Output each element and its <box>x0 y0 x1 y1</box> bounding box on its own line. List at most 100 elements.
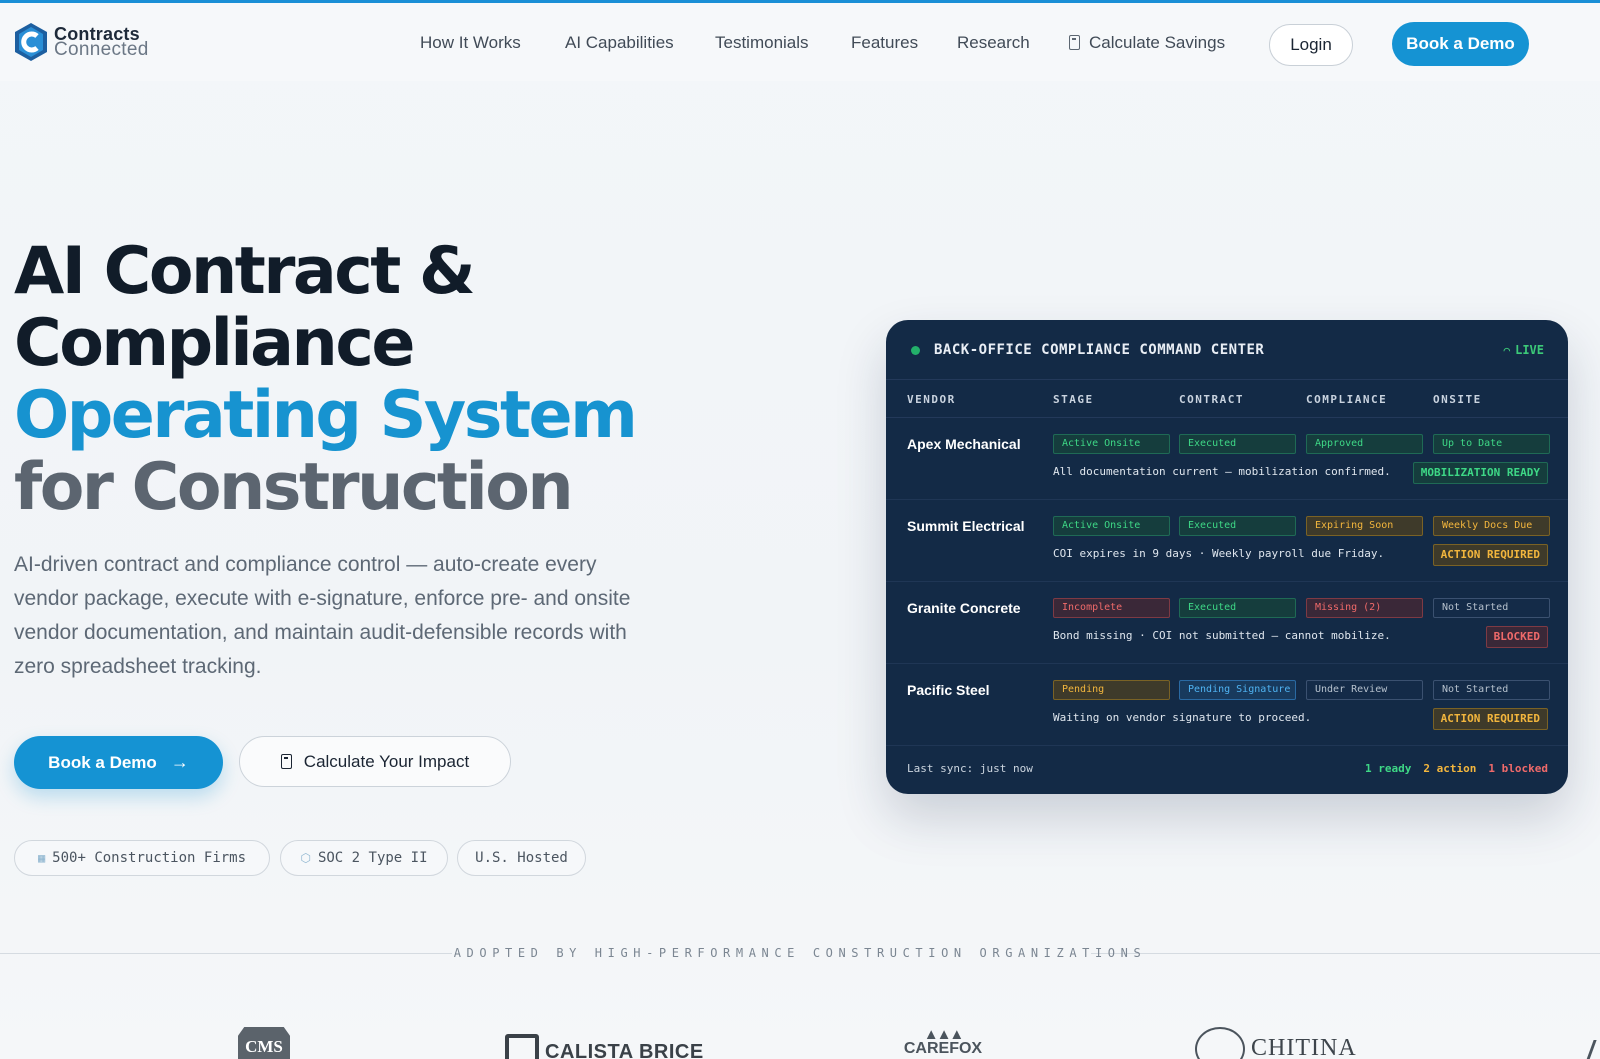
nav-link-calculate-savings-label: Calculate Savings <box>1089 33 1226 52</box>
hero-title-line4: for Construction <box>14 450 574 525</box>
nav-link-research[interactable]: Research <box>957 33 1030 52</box>
badge-construction-firms: ▦ 500+ Construction Firms <box>14 840 270 876</box>
onsite-pill: Weekly Docs Due <box>1433 516 1550 536</box>
shield-icon: ⬡ <box>300 851 311 865</box>
badge-label: U.S. Hosted <box>475 850 568 866</box>
hero-title: AI Contract & Compliance Operating Syste… <box>14 234 638 525</box>
onsite-pill: Up to Date <box>1433 434 1550 454</box>
panel-footer: Last sync: just now 1 ready 2 action 1 blo… <box>886 748 1568 794</box>
badge-soc2: ⬡ SOC 2 Type II <box>280 840 448 876</box>
calista-brice-wordmark: CALISTA BRICE <box>545 1041 704 1059</box>
top-navigation: Contracts Connected How It Works AI Capa… <box>0 3 1600 81</box>
badge-label: SOC 2 Type II <box>317 850 428 866</box>
badge-label: 500+ Construction Firms <box>52 850 247 866</box>
vendor-note: Waiting on vendor signature to proceed. <box>1053 711 1312 724</box>
vendor-name: Pacific Steel <box>907 682 990 698</box>
live-indicator: ◠ LIVE <box>1503 343 1544 357</box>
login-button[interactable]: Login <box>1269 24 1353 66</box>
col-header-contract: CONTRACT <box>1179 393 1244 406</box>
onsite-pill: Not Started <box>1433 598 1550 618</box>
compliance-pill: Missing (2) <box>1306 598 1423 618</box>
nav-link-ai-capabilities[interactable]: AI Capabilities <box>565 33 674 52</box>
calista-brice-logo: CALISTA BRICE <box>505 1034 704 1059</box>
stage-pill: Incomplete <box>1053 598 1170 618</box>
onsite-pill: Not Started <box>1433 680 1550 700</box>
hero-description: AI-driven contract and compliance contro… <box>14 553 631 678</box>
col-header-onsite: ONSITE <box>1433 393 1482 406</box>
carefox-wordmark: CAREFOX <box>903 1040 983 1057</box>
book-demo-hero-label: Book a Demo <box>48 752 157 772</box>
vendor-name: Apex Mechanical <box>907 436 1021 452</box>
col-header-compliance: COMPLIANCE <box>1306 393 1388 406</box>
compliance-pill: Under Review <box>1306 680 1423 700</box>
hero-title-line2: Compliance <box>14 306 415 381</box>
stage-pill: Pending <box>1053 680 1170 700</box>
nav-link-how-it-works[interactable]: How It Works <box>420 33 521 52</box>
top-accent-bar <box>0 0 1600 3</box>
vendor-name: Granite Concrete <box>907 600 1021 616</box>
brand-name-line2: Connected <box>54 39 149 60</box>
contracts-connected-logo-icon <box>15 23 47 61</box>
nav-link-testimonials[interactable]: Testimonials <box>715 33 809 52</box>
action-count: 2 action <box>1423 762 1477 775</box>
status-dot-icon <box>911 346 920 355</box>
nav-link-features[interactable]: Features <box>851 33 919 52</box>
partial-logo <box>1586 1040 1600 1059</box>
compliance-pill: Approved <box>1306 434 1423 454</box>
vendor-row[interactable]: Granite Concrete Incomplete Executed Mis… <box>886 582 1568 664</box>
calculator-icon <box>1069 35 1080 50</box>
status-badge: BLOCKED <box>1485 626 1548 648</box>
vendor-name: Summit Electrical <box>907 518 1025 534</box>
blocked-count: 1 blocked <box>1488 762 1548 775</box>
chitina-mountain-icon <box>1195 1027 1245 1059</box>
vendor-row[interactable]: Apex Mechanical Active Onsite Executed A… <box>886 418 1568 500</box>
contract-pill: Executed <box>1179 434 1296 454</box>
book-demo-hero-button[interactable]: Book a Demo → <box>14 736 223 789</box>
nav-link-calculate-savings[interactable]: Calculate Savings <box>1069 33 1225 53</box>
status-badge: MOBILIZATION READY <box>1412 462 1548 484</box>
compliance-pill: Expiring Soon <box>1306 516 1423 536</box>
customer-logos: CMS CALISTA BRICE ▲▲▲CAREFOX CHITINA <box>0 1020 1600 1059</box>
book-demo-nav-button[interactable]: Book a Demo <box>1392 22 1529 66</box>
hero-title-line3: Operating System <box>14 378 638 453</box>
divider-left <box>0 953 452 954</box>
panel-title: BACK-OFFICE COMPLIANCE COMMAND CENTER <box>934 342 1265 358</box>
status-counts: 1 ready 2 action 1 blocked <box>1353 762 1548 775</box>
chitina-wordmark: CHITINA <box>1251 1035 1357 1059</box>
building-icon: ▦ <box>37 851 46 865</box>
live-label: LIVE <box>1515 343 1544 357</box>
contract-pill: Executed <box>1179 598 1296 618</box>
contract-pill: Pending Signature <box>1179 680 1296 700</box>
status-badge: ACTION REQUIRED <box>1432 708 1548 730</box>
adopted-heading: ADOPTED BY HIGH-PERFORMANCE CONSTRUCTION… <box>453 946 1147 960</box>
badge-us-hosted: U.S. Hosted <box>457 840 586 876</box>
vendor-note: All documentation current — mobilization… <box>1053 465 1391 478</box>
brand-logo[interactable]: Contracts Connected <box>14 22 149 62</box>
compliance-command-center-panel: BACK-OFFICE COMPLIANCE COMMAND CENTER ◠ L… <box>886 320 1568 794</box>
vendor-note: Bond missing · COI not submitted — canno… <box>1053 629 1391 642</box>
stage-pill: Active Onsite <box>1053 516 1170 536</box>
divider-right <box>1091 953 1600 954</box>
brand-name-line1: Contracts <box>54 24 140 44</box>
wifi-icon: ◠ <box>1503 344 1511 357</box>
vendor-note: COI expires in 9 days · Weekly payroll d… <box>1053 547 1385 560</box>
calista-mark-icon <box>505 1034 539 1059</box>
vendor-row[interactable]: Summit Electrical Active Onsite Executed… <box>886 500 1568 582</box>
panel-column-headers: VENDOR STAGE CONTRACT COMPLIANCE ONSITE <box>886 380 1568 418</box>
carefox-logo: ▲▲▲CAREFOX <box>897 1026 989 1057</box>
arrow-right-icon: → <box>170 752 189 772</box>
status-badge: ACTION REQUIRED <box>1432 544 1548 566</box>
calculator-icon <box>280 754 292 769</box>
cms-logo: CMS <box>238 1027 290 1059</box>
hero-title-line1: AI Contract & <box>14 234 476 309</box>
calculate-impact-label: Calculate Your Impact <box>303 751 470 771</box>
ready-count: 1 ready <box>1365 762 1412 775</box>
carefox-mark-icon: ▲▲▲ <box>923 1026 965 1043</box>
col-header-stage: STAGE <box>1053 393 1094 406</box>
contract-pill: Executed <box>1179 516 1296 536</box>
chitina-logo: CHITINA <box>1195 1027 1357 1059</box>
last-sync-text: Last sync: just now <box>907 762 1033 775</box>
calculate-impact-button[interactable]: Calculate Your Impact <box>239 736 511 787</box>
col-header-vendor: VENDOR <box>907 393 956 406</box>
vendor-row[interactable]: Pacific Steel Pending Pending Signature … <box>886 664 1568 746</box>
